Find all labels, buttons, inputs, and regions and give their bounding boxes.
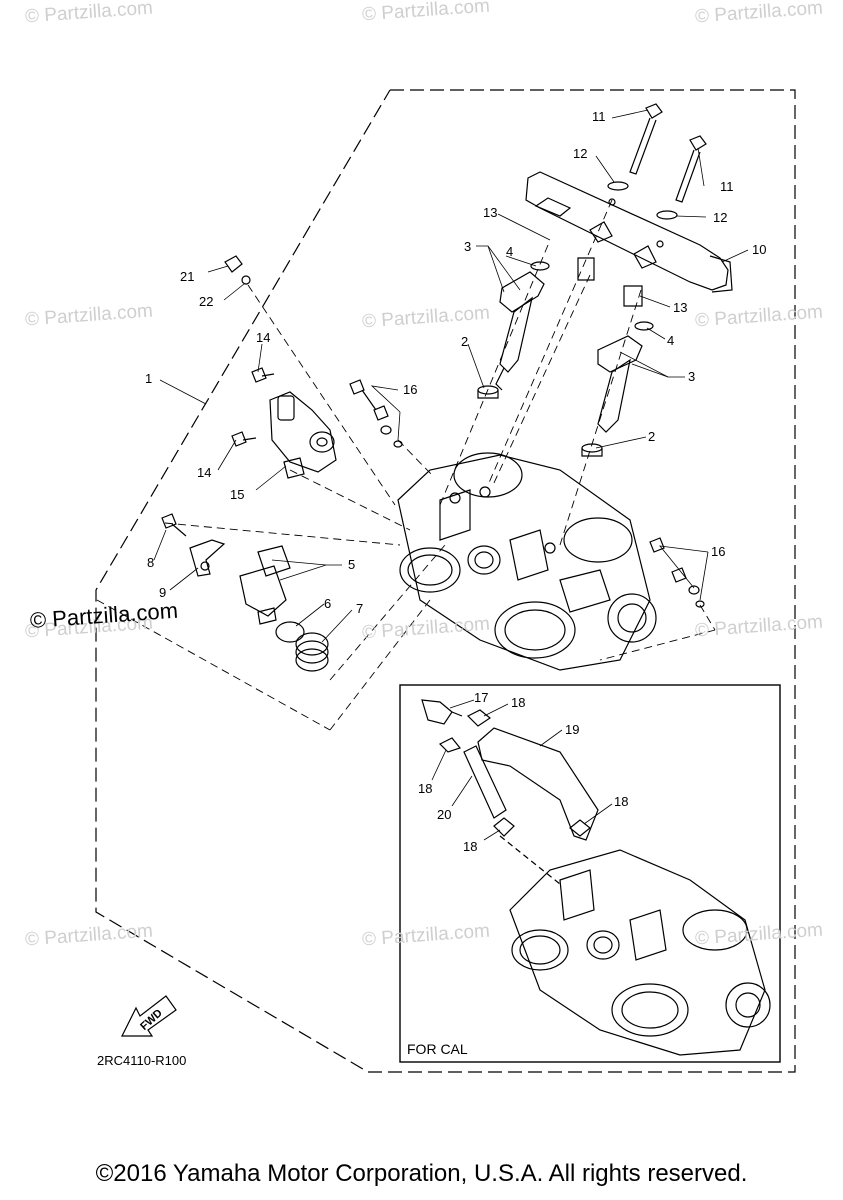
callout-21: 21 [180, 269, 195, 284]
callout-16: 16 [403, 382, 418, 397]
fwd-arrow-icon [121, 995, 177, 1037]
injector-left [477, 261, 550, 399]
callout-18: 18 [614, 794, 629, 809]
callout-3: 3 [464, 239, 472, 254]
injector-right [581, 321, 654, 457]
for-cal-inset-box [399, 684, 781, 1063]
callout-7: 7 [356, 601, 364, 616]
callout-2: 2 [648, 429, 656, 444]
callout-13: 13 [673, 300, 688, 315]
callout-12: 12 [573, 146, 588, 161]
callout-20: 20 [437, 807, 452, 822]
callout-18: 18 [463, 839, 478, 854]
throttle-body-main [397, 452, 657, 671]
bolt-right [675, 135, 707, 203]
callout-19: 19 [565, 722, 580, 737]
callout-2: 2 [461, 334, 469, 349]
callout-17: 17 [474, 690, 489, 705]
callout-3: 3 [688, 369, 696, 384]
callout-18: 18 [418, 781, 433, 796]
callout-14: 14 [197, 465, 212, 480]
callout-1: 1 [145, 371, 153, 386]
outer-dashed-boundary [95, 89, 796, 1073]
throttle-position-sensor [269, 391, 337, 479]
callout-16: 16 [711, 544, 726, 559]
callout-4: 4 [667, 333, 675, 348]
callout-5: 5 [348, 557, 356, 572]
callout-9: 9 [159, 585, 167, 600]
callout-15: 15 [230, 487, 245, 502]
callout-6: 6 [324, 596, 332, 611]
callout-11: 11 [720, 179, 734, 194]
for-cal-label: FOR CAL [407, 1041, 468, 1057]
intake-pressure-sensor [239, 545, 291, 625]
callout-18: 18 [511, 695, 526, 710]
bolt-upper [629, 103, 663, 175]
callout-10: 10 [752, 242, 767, 257]
callout-4: 4 [506, 244, 514, 259]
fuel-rail [525, 171, 733, 293]
copyright-notice: ©2016 Yamaha Motor Corporation, U.S.A. A… [95, 1160, 748, 1187]
callout-14: 14 [256, 330, 271, 345]
callout-8: 8 [147, 555, 155, 570]
diagram-code: 2RC4110-R100 [97, 1053, 187, 1068]
callout-22: 22 [199, 294, 214, 309]
for-cal-parts [421, 699, 771, 1056]
callout-13: 13 [483, 205, 498, 220]
callout-12: 12 [713, 210, 728, 225]
callout-11: 11 [592, 109, 606, 124]
